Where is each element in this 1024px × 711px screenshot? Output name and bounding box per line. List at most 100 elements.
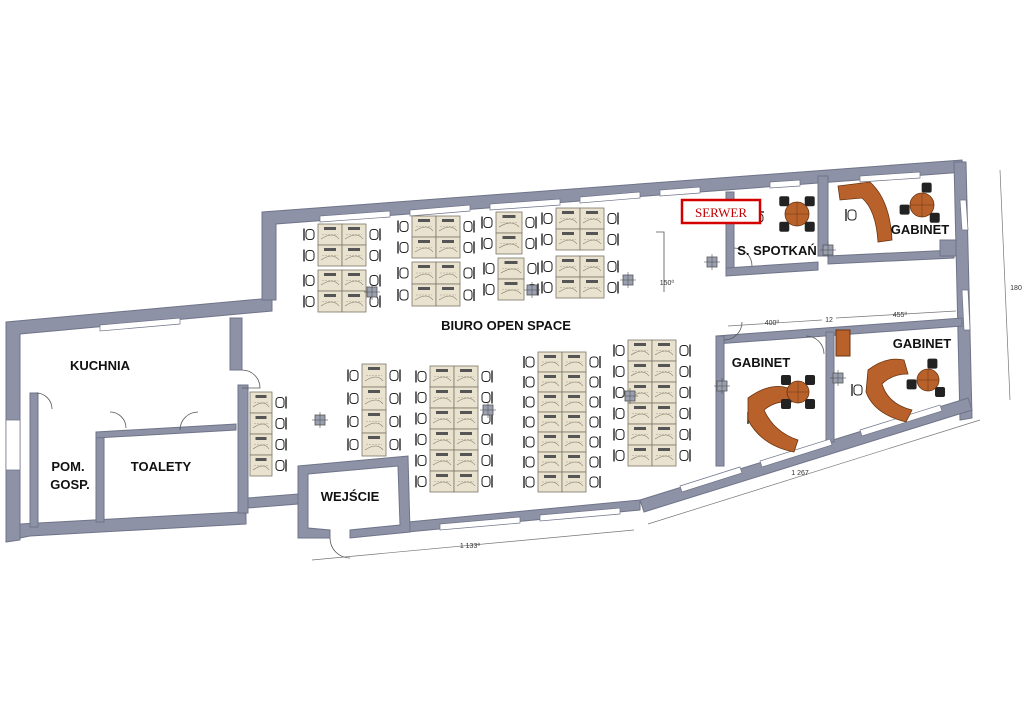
- workstation-desk: [249, 412, 273, 435]
- office-chair: [589, 476, 601, 488]
- window: [489, 198, 561, 211]
- monitor: [504, 282, 518, 285]
- dim-label-gabinet-mid: 400⁰: [765, 319, 780, 327]
- workstation-desk: [453, 407, 479, 430]
- office-furniture-layer: [747, 181, 946, 453]
- chair-seat: [275, 418, 285, 429]
- workstation-desk: [317, 244, 343, 267]
- monitor: [562, 280, 574, 283]
- meeting-chair: [780, 399, 791, 410]
- desk-pattern: [438, 247, 458, 253]
- window: [769, 179, 801, 189]
- meeting-chair: [899, 204, 910, 215]
- workstation-desk: [627, 339, 653, 362]
- wall-annex-right-upper: [229, 317, 243, 371]
- office-chair: [481, 237, 493, 250]
- workstation-desk: [429, 470, 455, 493]
- monitor: [436, 411, 448, 414]
- chair-seat: [481, 392, 491, 403]
- dim-label-gabinet-right: 455⁰: [893, 311, 908, 319]
- monitor: [562, 259, 574, 262]
- desk-layer: [249, 207, 677, 493]
- monitor: [544, 435, 556, 438]
- walls: [5, 159, 973, 543]
- monitor: [544, 375, 556, 378]
- monitor: [544, 355, 556, 358]
- chair-seat: [417, 371, 427, 382]
- window: [319, 210, 391, 223]
- door-swing: [733, 247, 753, 267]
- workstation-desk: [249, 454, 273, 477]
- workstation-desk: [555, 207, 581, 230]
- office-chair: [369, 249, 381, 262]
- workstation-desk: [537, 391, 563, 413]
- office-chair: [347, 369, 359, 382]
- chair-seat: [615, 387, 625, 398]
- chair-seat: [399, 242, 409, 253]
- office-chair: [679, 386, 691, 399]
- office-chair: [463, 267, 475, 279]
- desk-pattern: [364, 399, 384, 405]
- room-label-wejscie: WEJŚCIE: [321, 489, 380, 504]
- office-chair: [613, 428, 625, 441]
- meeting-chair: [779, 196, 790, 207]
- wall-pillar-top: [939, 239, 957, 257]
- desk-pattern: [438, 226, 458, 232]
- desk-pattern: [344, 280, 364, 286]
- monitor: [460, 453, 472, 456]
- column-pillar: [364, 284, 380, 300]
- desk-pattern: [456, 481, 476, 487]
- monitor: [586, 211, 598, 214]
- chair-seat: [485, 263, 495, 274]
- wall-main-top: [261, 159, 965, 301]
- office-chair: [415, 475, 427, 488]
- chair-seat: [305, 250, 315, 261]
- monitor: [460, 411, 472, 414]
- desk-pattern: [558, 239, 578, 245]
- monitor: [658, 364, 670, 367]
- desk-pattern: [320, 280, 340, 286]
- office-chair: [483, 262, 495, 275]
- monitor: [324, 227, 336, 230]
- workstation-desk: [627, 360, 653, 383]
- monitor: [568, 375, 580, 378]
- workstation-desk: [429, 407, 455, 430]
- monitor: [658, 343, 670, 346]
- chair-seat: [589, 476, 599, 488]
- chair-seat: [607, 282, 617, 293]
- chair-seat: [607, 213, 617, 224]
- chair-seat: [463, 267, 473, 279]
- workstation-desk: [537, 431, 563, 453]
- chair-seat: [349, 370, 359, 381]
- workstation-desk: [579, 207, 605, 230]
- window: [99, 317, 181, 332]
- window: [409, 204, 471, 217]
- workstation-desk: [429, 365, 455, 388]
- room-label-kuchnia: KUCHNIA: [70, 358, 131, 373]
- monitor: [460, 369, 472, 372]
- office-chair: [613, 344, 625, 357]
- desk-pattern: [438, 273, 458, 279]
- chair-seat: [589, 396, 599, 408]
- window: [439, 516, 521, 531]
- office-chair: [523, 416, 535, 428]
- dim-label-side: 180: [1010, 285, 1022, 292]
- monitor: [568, 395, 580, 398]
- desk-pattern: [364, 422, 384, 428]
- workstation-desk: [341, 290, 367, 313]
- window: [959, 199, 969, 231]
- doors: [35, 231, 825, 559]
- dim-line-side: [999, 169, 1011, 401]
- server-marker-box: [680, 198, 762, 225]
- chair-seat: [543, 261, 553, 272]
- monitor: [324, 273, 336, 276]
- office-chair: [523, 456, 535, 468]
- column-pillar: [830, 370, 846, 386]
- meeting-table: [779, 196, 815, 232]
- meeting-chair: [805, 374, 816, 385]
- office-chair: [369, 228, 381, 241]
- monitor: [544, 395, 556, 398]
- office-chair: [851, 384, 863, 396]
- workstation-desk: [435, 215, 461, 238]
- monitor: [418, 265, 430, 268]
